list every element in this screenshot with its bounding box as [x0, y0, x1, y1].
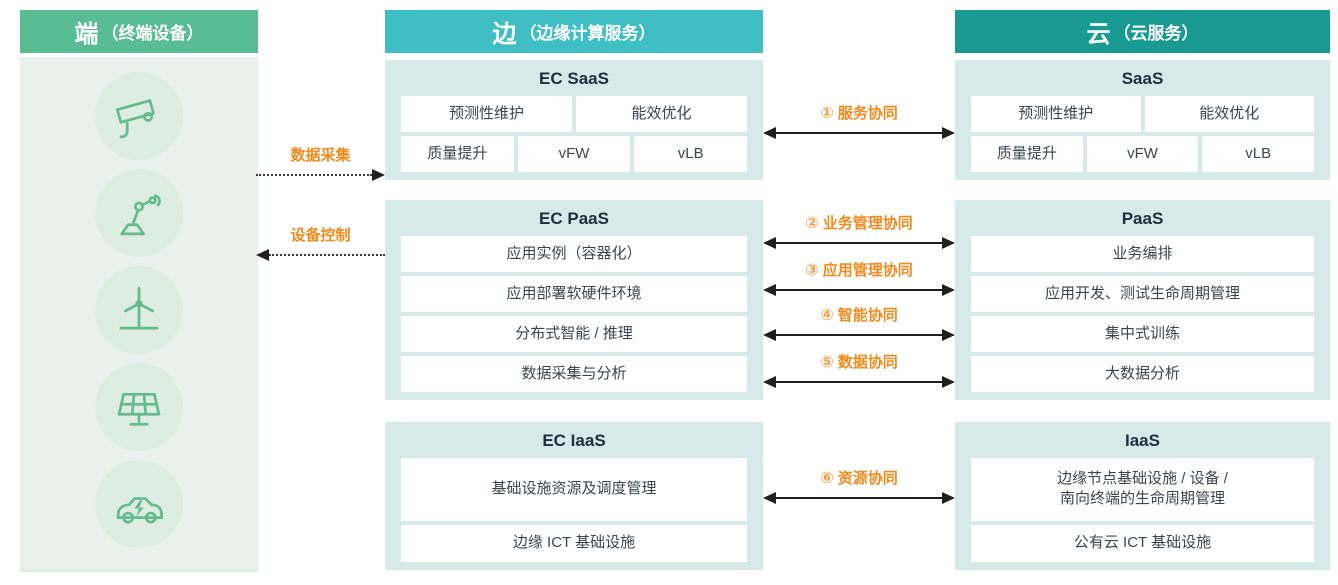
link-business-mgmt-collaboration-label: 业务管理协同 [822, 215, 913, 232]
device-control-arrow-icon [256, 249, 385, 261]
ec-saas-row-2: 质量提升 vFW vLB [401, 136, 748, 172]
ec-iaas-cell: 基础设施资源及调度管理 [401, 458, 747, 521]
cloud-iaas-cell: 边缘节点基础设施 / 设备 / 南向终端的生命周期管理 [971, 458, 1314, 521]
link-number: ① [820, 105, 834, 122]
link-device-control: 设备控制 [256, 226, 385, 261]
cloud-saas-cell: 能效优化 [1144, 96, 1314, 132]
link-app-mgmt-collaboration-label: 应用管理协同 [822, 262, 913, 279]
ec-saas-row-1: 预测性维护 能效优化 [401, 96, 747, 132]
double-arrow-icon [763, 376, 955, 388]
wind-turbine-icon [95, 266, 183, 354]
edge-header-sub: （边缘计算服务） [519, 24, 656, 43]
cloud-saas-cell: 预测性维护 [971, 96, 1141, 132]
device-header-main: 端 [74, 21, 100, 48]
ec-saas-cell: 能效优化 [576, 96, 747, 132]
link-data-collection: 数据采集 [256, 146, 385, 181]
link-resource-collaboration-label: 资源协同 [837, 470, 898, 487]
link-number: ④ [820, 307, 834, 324]
link-number: ⑤ [820, 354, 834, 371]
double-arrow-icon [763, 237, 955, 249]
cloud-paas-cell: 大数据分析 [971, 356, 1314, 392]
cloud-saas-cell: vLB [1202, 136, 1315, 172]
cloud-column-header: 云（云服务） [955, 10, 1330, 53]
double-arrow-icon [763, 492, 955, 504]
cloud-saas-panel: SaaS 预测性维护 能效优化 质量提升 vFW vLB [955, 60, 1330, 180]
link-service-collaboration-label: 服务协同 [837, 105, 898, 122]
link-data-collaboration-label: 数据协同 [837, 354, 898, 371]
link-data-collection-label: 数据采集 [290, 147, 351, 164]
link-number: ③ [805, 262, 819, 279]
ec-saas-cell: 质量提升 [401, 136, 514, 172]
ec-iaas-title: EC IaaS [542, 431, 606, 450]
double-arrow-icon [763, 329, 955, 341]
cloud-iaas-title: IaaS [1125, 431, 1160, 450]
cloud-paas-cell: 集中式训练 [971, 316, 1314, 352]
link-intelligence-collaboration-label: 智能协同 [837, 307, 898, 324]
robot-arm-icon [95, 169, 183, 257]
link-device-control-label: 设备控制 [290, 227, 351, 244]
ec-paas-cell: 分布式智能 / 推理 [401, 316, 747, 352]
cloud-paas-cell: 业务编排 [971, 236, 1314, 272]
ec-saas-cell: 预测性维护 [401, 96, 572, 132]
cloud-header-main: 云 [1086, 21, 1112, 48]
cloud-iaas-cell: 公有云 ICT 基础设施 [971, 524, 1314, 562]
edge-header-main: 边 [492, 21, 518, 48]
solar-panel-icon [95, 363, 183, 451]
link-number: ⑥ [820, 470, 834, 487]
cloud-paas-panel: PaaS 业务编排 应用开发、测试生命周期管理 集中式训练 大数据分析 [955, 200, 1330, 400]
edge-column-header: 边（边缘计算服务） [385, 10, 763, 53]
link-number: ② [805, 215, 819, 232]
cloud-saas-row-1: 预测性维护 能效优化 [971, 96, 1314, 132]
device-column-header: 端（终端设备） [20, 10, 258, 53]
ec-paas-cell: 应用部署软硬件环境 [401, 276, 747, 312]
ec-iaas-panel: EC IaaS 基础设施资源及调度管理 边缘 ICT 基础设施 [385, 422, 763, 570]
double-arrow-icon [763, 127, 955, 139]
cctv-camera-icon [95, 72, 183, 160]
cloud-paas-cell: 应用开发、测试生命周期管理 [971, 276, 1314, 312]
ec-saas-cell: vLB [634, 136, 748, 172]
cloud-saas-cell: vFW [1086, 136, 1199, 172]
ec-iaas-cell: 边缘 ICT 基础设施 [401, 524, 747, 562]
ec-paas-title: EC PaaS [539, 209, 609, 228]
cloud-saas-cell: 质量提升 [971, 136, 1083, 172]
cloud-paas-title: PaaS [1121, 209, 1164, 228]
device-header-sub: （终端设备） [101, 24, 204, 43]
cloud-header-sub: （云服务） [1113, 24, 1199, 43]
ec-saas-title: EC SaaS [539, 69, 609, 88]
ec-paas-panel: EC PaaS 应用实例（容器化） 应用部署软硬件环境 分布式智能 / 推理 数… [385, 200, 763, 400]
ec-saas-panel: EC SaaS 预测性维护 能效优化 质量提升 vFW vLB [385, 60, 763, 180]
electric-vehicle-icon [95, 460, 183, 548]
double-arrow-icon [763, 284, 955, 296]
cloud-saas-row-2: 质量提升 vFW vLB [971, 136, 1315, 172]
cloud-saas-title: SaaS [1121, 69, 1164, 88]
device-panel [20, 57, 258, 572]
ec-paas-cell: 应用实例（容器化） [401, 236, 747, 272]
data-collection-arrow-icon [256, 169, 385, 181]
cloud-iaas-panel: IaaS 边缘节点基础设施 / 设备 / 南向终端的生命周期管理 公有云 ICT… [955, 422, 1330, 570]
ec-paas-cell: 数据采集与分析 [401, 356, 747, 392]
ec-saas-cell: vFW [517, 136, 631, 172]
